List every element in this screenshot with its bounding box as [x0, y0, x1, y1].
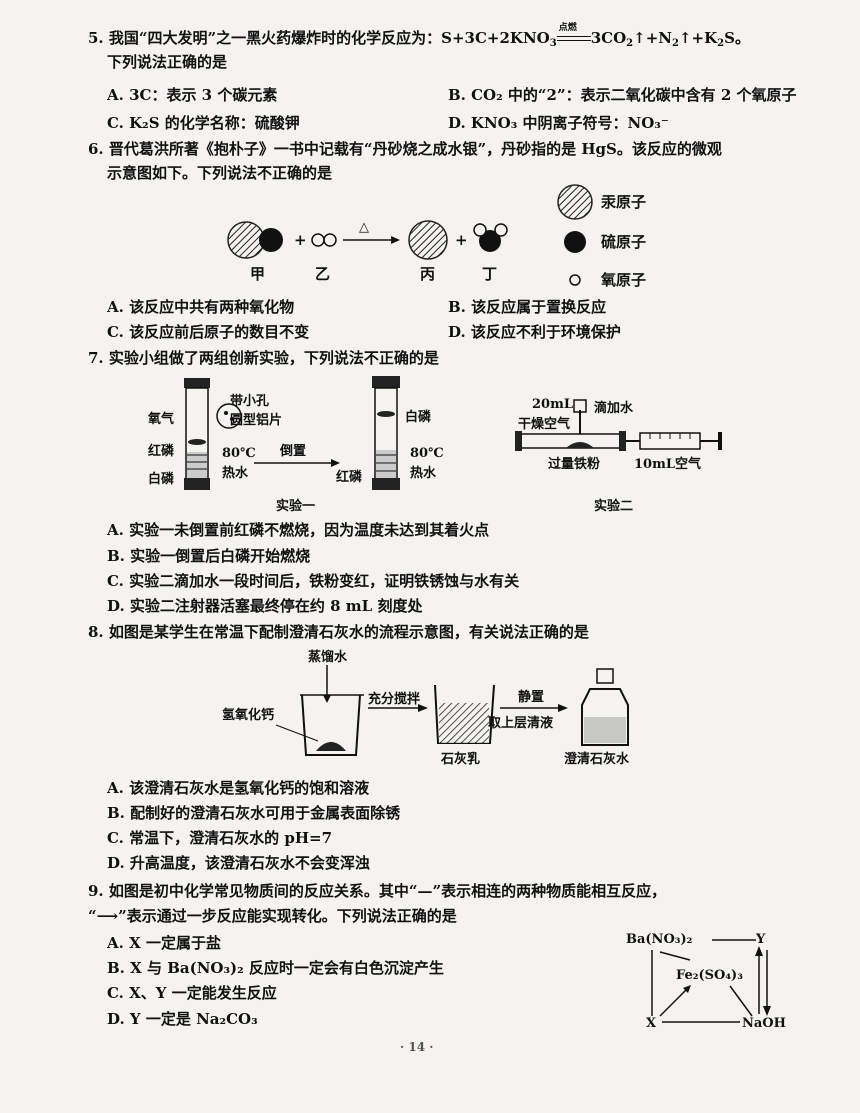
foil-icon	[216, 403, 242, 429]
q8-option-a: A. 该澄清石灰水是氢氧化钙的饱和溶液	[107, 779, 370, 797]
temp-label: 80℃	[222, 446, 256, 461]
drop-water-label: 滴加水	[594, 401, 634, 416]
stopper-icon	[372, 478, 400, 490]
q9-stem: 9. 如图是初中化学常见物质间的反应关系。其中“—”表示相连的两种物质能相互反应…	[88, 882, 667, 900]
node-naoh: NaOH	[742, 1016, 786, 1031]
q6-option-c: C. 该反应前后原子的数目不变	[107, 323, 310, 341]
q5-option-c: C. K₂S 的化学名称：硫酸钾	[107, 114, 300, 132]
q7-option-d: D. 实验二注射器活塞最终停在约 8 mL 刻度处	[107, 597, 423, 615]
white-p-label: 白磷	[148, 472, 175, 487]
q6-micro-diagram	[227, 184, 593, 286]
bottle-cap-icon	[596, 668, 614, 684]
caoh2-label: 氢氧化钙	[222, 708, 275, 723]
q7-option-b: B. 实验一倒置后白磷开始燃烧	[107, 547, 311, 565]
invert-label: 倒置	[280, 444, 307, 459]
q8-option-b: B. 配制好的澄清石灰水可用于金属表面除锈	[107, 804, 401, 822]
q5-option-d: D. KNO₃ 中阴离子符号：NO₃⁻	[448, 114, 669, 132]
caoh2-powder	[316, 742, 346, 751]
foil-label: 带小孔圆型铝片	[230, 394, 283, 428]
q9-relation-diagram	[651, 939, 771, 1023]
legend-hg-icon	[557, 184, 593, 220]
beaker-1-icon	[301, 694, 361, 756]
q6-stem: 6. 晋代葛洪所著《抱朴子》一书中记载有“丹砂烧之成水银”，丹砂指的是 HgS。…	[88, 140, 722, 158]
o-atom-icon	[323, 233, 337, 247]
milk-label: 石灰乳	[441, 752, 481, 767]
still-label: 静置	[518, 690, 545, 705]
s-atom-icon	[259, 228, 283, 252]
exp2-label: 实验二	[594, 499, 634, 514]
q9-option-a: A. X 一定属于盐	[107, 934, 221, 952]
dropper-icon	[573, 399, 587, 413]
hot-water-label: 热水	[222, 466, 249, 481]
dry-air-label: 干燥空气	[518, 417, 571, 432]
legend-o-icon	[569, 274, 581, 286]
heat-symbol: △	[359, 220, 369, 235]
s-atom-icon	[479, 230, 501, 252]
white-p2-label: 白磷	[405, 410, 432, 425]
q7-experiment-diagram	[184, 376, 722, 490]
q9-option-b: B. X 与 Ba(NO₃)₂ 反应时一定会有白色沉淀产生	[107, 959, 444, 977]
q9-question: “⟶”表示通过一步反应能实现转化。下列说法正确的是	[88, 907, 457, 925]
q6-question: 示意图如下。下列说法不正确的是	[107, 164, 333, 182]
q5-option-b: B. CO₂ 中的“2”：表示二氧化碳中含有 2 个氧原子	[448, 86, 797, 104]
hg-atom-icon	[408, 220, 448, 260]
label-ding: 丁	[482, 265, 498, 283]
exp1-label: 实验一	[276, 499, 316, 514]
page-number: · 14 ·	[400, 1040, 434, 1054]
stopper-icon	[372, 376, 400, 388]
bottle-icon	[581, 688, 629, 746]
node-ba-no3: Ba(NO₃)₂	[626, 932, 693, 947]
label-bing: 丙	[420, 265, 436, 283]
legend-o-label: 氧原子	[601, 271, 647, 289]
node-fe2so43: Fe₂(SO₄)₃	[676, 968, 743, 983]
label-yi: 乙	[315, 265, 331, 283]
q6-option-d: D. 该反应不利于环境保护	[448, 323, 621, 341]
ml10-label: 10mL空气	[634, 457, 701, 472]
node-y: Y	[756, 932, 766, 947]
iron-label: 过量铁粉	[548, 457, 601, 472]
q6-option-b: B. 该反应属于置换反应	[448, 298, 607, 316]
ml20-label: 20mL	[532, 397, 573, 412]
legend-s-label: 硫原子	[601, 233, 647, 251]
q7-option-a: A. 实验一未倒置前红磷不燃烧，因为温度未达到其着火点	[107, 521, 490, 539]
oxygen-label: 氧气	[148, 412, 175, 427]
q8-option-d: D. 升高温度，该澄清石灰水不会变浑浊	[107, 854, 370, 872]
legend-hg-label: 汞原子	[601, 193, 647, 211]
water-label: 蒸馏水	[308, 650, 348, 665]
plus-sign: +	[455, 231, 468, 249]
q9-option-d: D. Y 一定是 Na₂CO₃	[107, 1010, 258, 1028]
q8-option-c: C. 常温下，澄清石灰水的 pH=7	[107, 829, 333, 847]
node-x: X	[646, 1016, 657, 1031]
hot-water2-label: 热水	[410, 466, 437, 481]
plus-sign: +	[294, 231, 307, 249]
clear-label: 澄清石灰水	[564, 752, 630, 767]
o-atom-icon	[494, 223, 508, 237]
stir-label: 充分搅拌	[368, 692, 421, 707]
o-atom-icon	[473, 223, 487, 237]
take-label: 取上层清液	[488, 716, 554, 731]
legend-s-icon	[564, 231, 586, 253]
q5-question: 下列说法正确的是	[107, 53, 228, 71]
q5-condition: 点燃	[558, 23, 577, 33]
q8-stem: 8. 如图是某学生在常温下配制澄清石灰水的流程示意图，有关说法正确的是	[88, 623, 589, 641]
label-jia: 甲	[250, 265, 266, 283]
o-atom-icon	[311, 233, 325, 247]
hg-atom-icon	[227, 221, 265, 259]
temp2-label: 80℃	[410, 446, 444, 461]
q7-option-c: C. 实验二滴加水一段时间后，铁粉变红，证明铁锈蚀与水有关	[107, 572, 520, 590]
q7-stem: 7. 实验小组做了两组创新实验，下列说法不正确的是	[88, 349, 439, 367]
q8-process-diagram	[275, 665, 629, 756]
red-p-label: 红磷	[148, 444, 175, 459]
stopper-icon	[184, 478, 210, 490]
stopper-icon	[184, 378, 210, 388]
q9-option-c: C. X、Y 一定能发生反应	[107, 984, 277, 1002]
q5-option-a: A. 3C：表示 3 个碳元素	[107, 86, 278, 104]
q6-option-a: A. 该反应中共有两种氧化物	[107, 298, 295, 316]
red-p2-label: 红磷	[336, 470, 363, 485]
